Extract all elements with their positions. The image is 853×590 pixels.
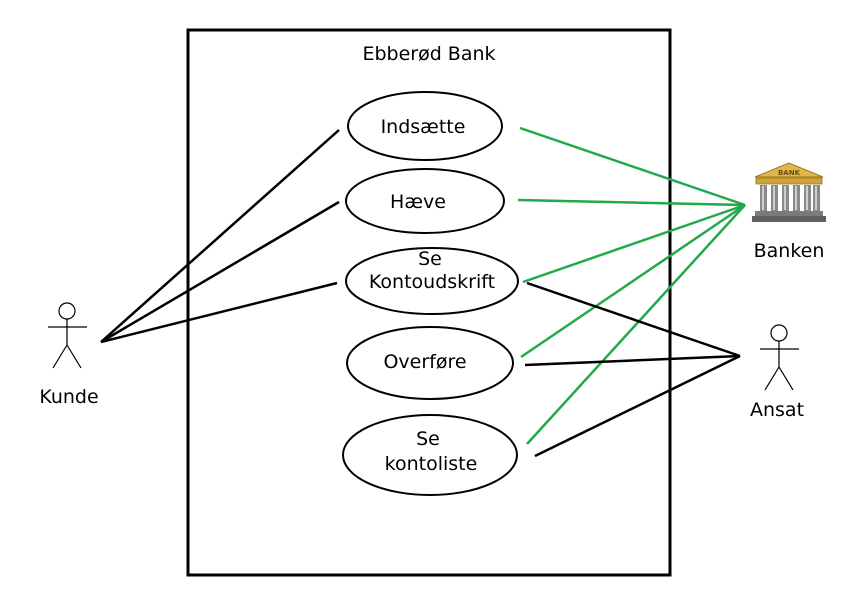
stick-figure-icon [760, 324, 799, 391]
use-case-label: Overføre [383, 351, 466, 373]
actor-label: Kunde [39, 386, 98, 408]
association-kunde-indsaette [100, 129, 340, 343]
actor-label: Banken [754, 240, 825, 262]
use-case-indsaette[interactable]: Indsætte [347, 91, 503, 161]
association-ansat-se-kontoliste [534, 354, 741, 458]
association-banken-se-kontoliste [526, 204, 746, 445]
use-case-label: Hæve [390, 191, 446, 213]
actor-kunde[interactable]: Kunde [39, 302, 99, 408]
association-ansat-overfoere [524, 354, 741, 367]
association-banken-se-kontoudskrift [522, 203, 746, 284]
bank-sign: BANK [778, 169, 801, 177]
use-case-se-kontoliste[interactable]: Se kontoliste [342, 414, 518, 496]
use-case-label-line-1: Se [418, 248, 442, 270]
association-kunde-se-kontoudskrift [100, 281, 338, 344]
use-case-shape [347, 91, 503, 161]
actor-label: Ansat [750, 399, 804, 421]
use-case-shape [346, 326, 514, 400]
association-kunde-haeve [100, 200, 340, 344]
use-case-shape [345, 247, 519, 315]
association-banken-overfoere [520, 203, 746, 359]
use-case-overfoere[interactable]: Overføre [346, 326, 514, 400]
use-case-label: Indsætte [381, 116, 466, 138]
stick-figure-icon [48, 302, 87, 369]
use-case-label-line-1: Se [416, 428, 440, 450]
system-boundary [186, 28, 672, 577]
use-case-shape [342, 414, 518, 496]
use-case-label-line-2: kontoliste [385, 453, 478, 475]
actor-ansat[interactable]: Ansat [750, 324, 804, 421]
actor-banken[interactable]: BANK Banken [752, 162, 826, 262]
association-ansat-se-kontoudskrift [526, 281, 741, 358]
bank-building-icon: BANK [752, 162, 826, 222]
use-case-shape [345, 168, 505, 234]
use-case-label-line-2: Kontoudskrift [369, 271, 495, 293]
use-case-haeve[interactable]: Hæve [345, 168, 505, 234]
association-banken-indsaette [519, 126, 746, 207]
association-banken-haeve [517, 198, 746, 207]
use-case-se-kontoudskrift[interactable]: Se Kontoudskrift [345, 247, 519, 315]
system-title: Ebberød Bank [362, 43, 495, 65]
